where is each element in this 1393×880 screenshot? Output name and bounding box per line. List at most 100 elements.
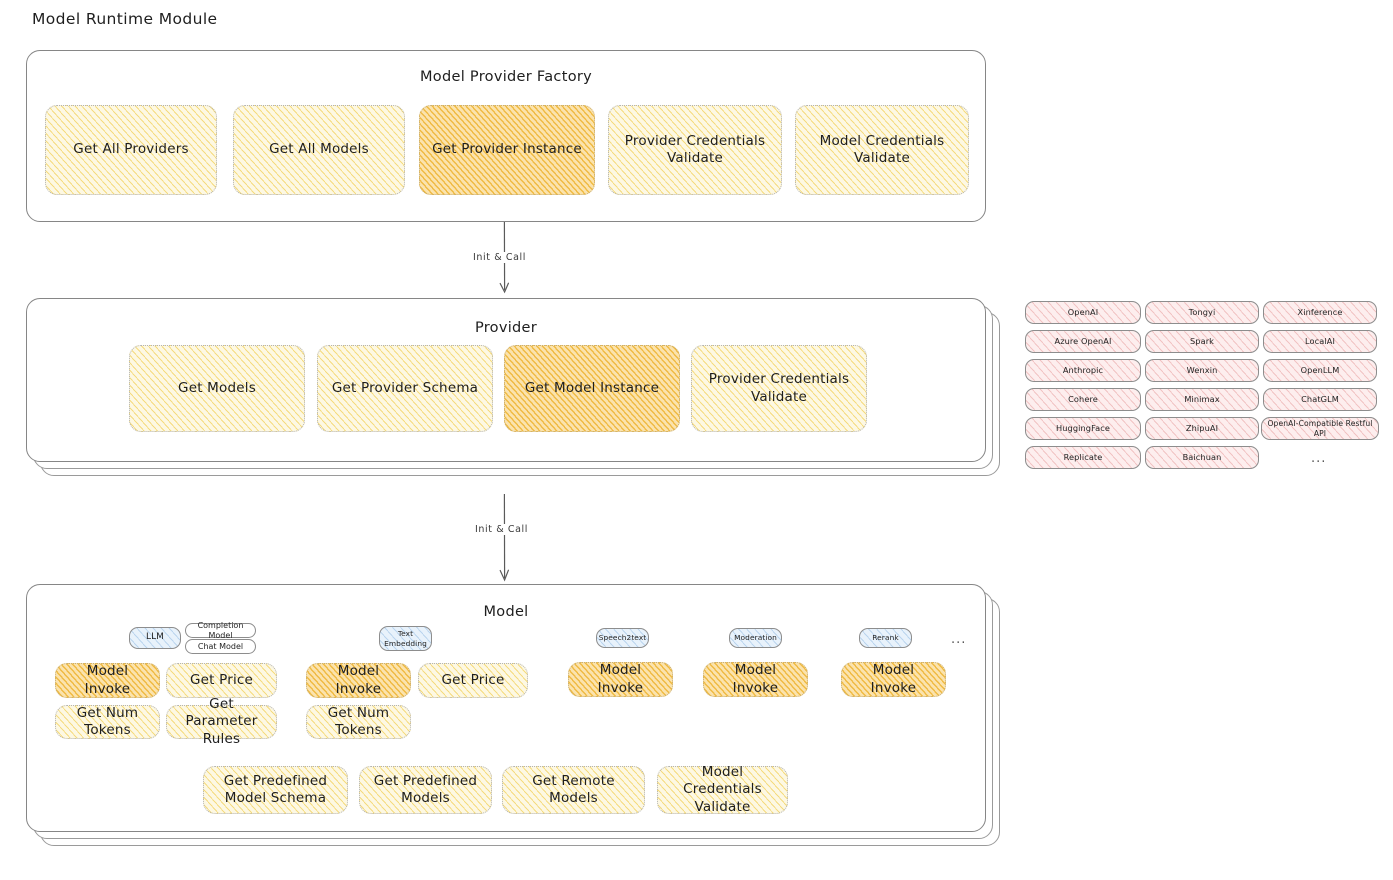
provider-chip-cohere[interactable]: Cohere xyxy=(1025,388,1141,411)
model-llm-card-model-invoke[interactable]: Model Invoke xyxy=(55,663,160,698)
chip-label: Minimax xyxy=(1184,394,1220,405)
card-label: Get Models xyxy=(178,379,256,396)
model-llm-card-get-num-tokens[interactable]: Get Num Tokens xyxy=(55,705,160,739)
model-text-embedding-card-get-price[interactable]: Get Price xyxy=(418,663,528,698)
provider-chip-minimax[interactable]: Minimax xyxy=(1145,388,1259,411)
factory-card-provider-credentials-validate[interactable]: Provider Credentials Validate xyxy=(608,105,782,195)
model-tag-chat-model[interactable]: Chat Model xyxy=(185,639,256,654)
provider-chip-spark[interactable]: Spark xyxy=(1145,330,1259,353)
factory-card-get-all-providers[interactable]: Get All Providers xyxy=(45,105,217,195)
card-label: Get All Models xyxy=(269,141,369,158)
page-title: Model Runtime Module xyxy=(32,10,218,28)
model-llm-card-get-parameter-rules[interactable]: Get Parameter Rules xyxy=(166,696,277,747)
provider-chip-wenxin[interactable]: Wenxin xyxy=(1145,359,1259,382)
badge-label: Moderation xyxy=(734,633,777,643)
card-label: Get Model Instance xyxy=(524,379,660,396)
card-label: Get Predefined Model Schema xyxy=(223,772,328,806)
chip-label: HuggingFace xyxy=(1055,423,1110,434)
factory-card-model-credentials-validate[interactable]: Model Credentials Validate xyxy=(795,105,969,195)
card-label: Model Credentials Validate xyxy=(683,764,762,815)
arrow-label-init-and-call-1: Init & Call xyxy=(470,252,529,263)
card-label: Get All Providers xyxy=(73,141,189,158)
chip-label: Tongyi xyxy=(1188,307,1216,318)
model-type-badge-llm[interactable]: LLM xyxy=(129,627,181,649)
badge-label: Rerank xyxy=(872,633,899,643)
arrow-label-init-and-call-2: Init & Call xyxy=(472,524,531,535)
provider-chip-huggingface[interactable]: HuggingFace xyxy=(1025,417,1141,440)
model-types-more: ... xyxy=(951,632,967,647)
provider-card-get-models[interactable]: Get Models xyxy=(129,345,305,432)
card-label: Get Provider Instance xyxy=(432,141,582,158)
chip-label: OpenAI xyxy=(1067,307,1099,318)
model-shared-card-get-predefined-models[interactable]: Get Predefined Models xyxy=(359,766,492,814)
tag-label: Completion Model xyxy=(197,620,244,640)
provider-chip-azure-openai[interactable]: Azure OpenAI xyxy=(1025,330,1141,353)
model-rerank-card-model-invoke[interactable]: Model Invoke xyxy=(841,662,946,697)
provider-chip-xinference[interactable]: Xinference xyxy=(1263,301,1377,324)
card-label: Model Invoke xyxy=(335,663,382,697)
factory-card-get-all-models[interactable]: Get All Models xyxy=(233,105,405,195)
card-label: Model Invoke xyxy=(732,662,779,696)
card-label: Get Num Tokens xyxy=(76,704,139,738)
provider-chip-replicate[interactable]: Replicate xyxy=(1025,446,1141,469)
provider-card-get-provider-schema[interactable]: Get Provider Schema xyxy=(317,345,493,432)
provider-chip-openllm[interactable]: OpenLLM xyxy=(1263,359,1377,382)
card-label: Model Invoke xyxy=(84,663,131,697)
card-label: Model Credentials Validate xyxy=(819,132,945,166)
provider-list-more: ... xyxy=(1311,451,1327,466)
factory-card-get-provider-instance[interactable]: Get Provider Instance xyxy=(419,105,595,195)
chip-label: Azure OpenAI xyxy=(1054,336,1112,347)
arrow-provider-to-model xyxy=(499,493,509,582)
provider-chip-chatglm[interactable]: ChatGLM xyxy=(1263,388,1377,411)
model-llm-card-get-price[interactable]: Get Price xyxy=(166,663,277,698)
card-label: Get Price xyxy=(189,671,254,688)
model-shared-card-get-predefined-model-schema[interactable]: Get Predefined Model Schema xyxy=(203,766,348,814)
card-label: Provider Credentials Validate xyxy=(708,371,850,405)
card-label: Get Provider Schema xyxy=(331,379,479,396)
provider-card-provider-credentials-validate[interactable]: Provider Credentials Validate xyxy=(691,345,867,432)
badge-label: Speech2text xyxy=(598,633,647,643)
model-shared-card-model-credentials-validate[interactable]: Model Credentials Validate xyxy=(657,764,788,815)
model-moderation-card-model-invoke[interactable]: Model Invoke xyxy=(703,662,808,697)
card-label: Model Invoke xyxy=(597,662,644,696)
provider-chip-localai[interactable]: LocalAI xyxy=(1263,330,1377,353)
chip-label: Spark xyxy=(1189,336,1215,347)
chip-label: Anthropic xyxy=(1062,365,1104,376)
model-text-embedding-card-get-num-tokens[interactable]: Get Num Tokens xyxy=(306,705,411,739)
model-text-embedding-card-model-invoke[interactable]: Model Invoke xyxy=(306,663,411,698)
chip-label: Replicate xyxy=(1063,452,1103,463)
badge-label: Text Embedding xyxy=(384,629,427,648)
chip-label: OpenLLM xyxy=(1300,365,1340,376)
chip-label: LocalAI xyxy=(1305,336,1335,347)
provider-card-get-model-instance[interactable]: Get Model Instance xyxy=(504,345,680,432)
chip-label: ZhipuAI xyxy=(1185,423,1219,434)
chip-label: ChatGLM xyxy=(1301,394,1339,405)
model-provider-factory-title: Model Provider Factory xyxy=(419,69,593,85)
chip-label: Baichuan xyxy=(1182,452,1222,463)
model-type-badge-rerank[interactable]: Rerank xyxy=(859,628,912,648)
chip-label: Cohere xyxy=(1068,394,1098,405)
provider-chip-openai-compatible-restful-api[interactable]: OpenAI-Compatible Restful API xyxy=(1261,417,1379,440)
model-type-badge-speech2text[interactable]: Speech2text xyxy=(596,628,649,648)
model-title: Model xyxy=(483,604,529,620)
chip-label: Xinference xyxy=(1297,307,1343,318)
card-label: Provider Credentials Validate xyxy=(624,132,766,166)
chip-label: Wenxin xyxy=(1186,365,1218,376)
tag-label: Chat Model xyxy=(197,641,244,651)
card-label: Get Remote Models xyxy=(532,772,615,806)
model-speech2text-card-model-invoke[interactable]: Model Invoke xyxy=(568,662,673,697)
provider-chip-openai[interactable]: OpenAI xyxy=(1025,301,1141,324)
provider-chip-anthropic[interactable]: Anthropic xyxy=(1025,359,1141,382)
card-label: Get Num Tokens xyxy=(327,704,390,738)
chip-label: OpenAI-Compatible Restful API xyxy=(1267,419,1373,438)
provider-chip-zhipuai[interactable]: ZhipuAI xyxy=(1145,417,1259,440)
model-type-badge-text-embedding[interactable]: Text Embedding xyxy=(379,626,432,651)
model-type-badge-moderation[interactable]: Moderation xyxy=(729,628,782,648)
card-label: Get Parameter Rules xyxy=(185,696,258,747)
provider-chip-tongyi[interactable]: Tongyi xyxy=(1145,301,1259,324)
provider-chip-baichuan[interactable]: Baichuan xyxy=(1145,446,1259,469)
provider-title: Provider xyxy=(474,320,538,336)
model-shared-card-get-remote-models[interactable]: Get Remote Models xyxy=(502,766,645,814)
model-tag-completion-model[interactable]: Completion Model xyxy=(185,620,256,640)
